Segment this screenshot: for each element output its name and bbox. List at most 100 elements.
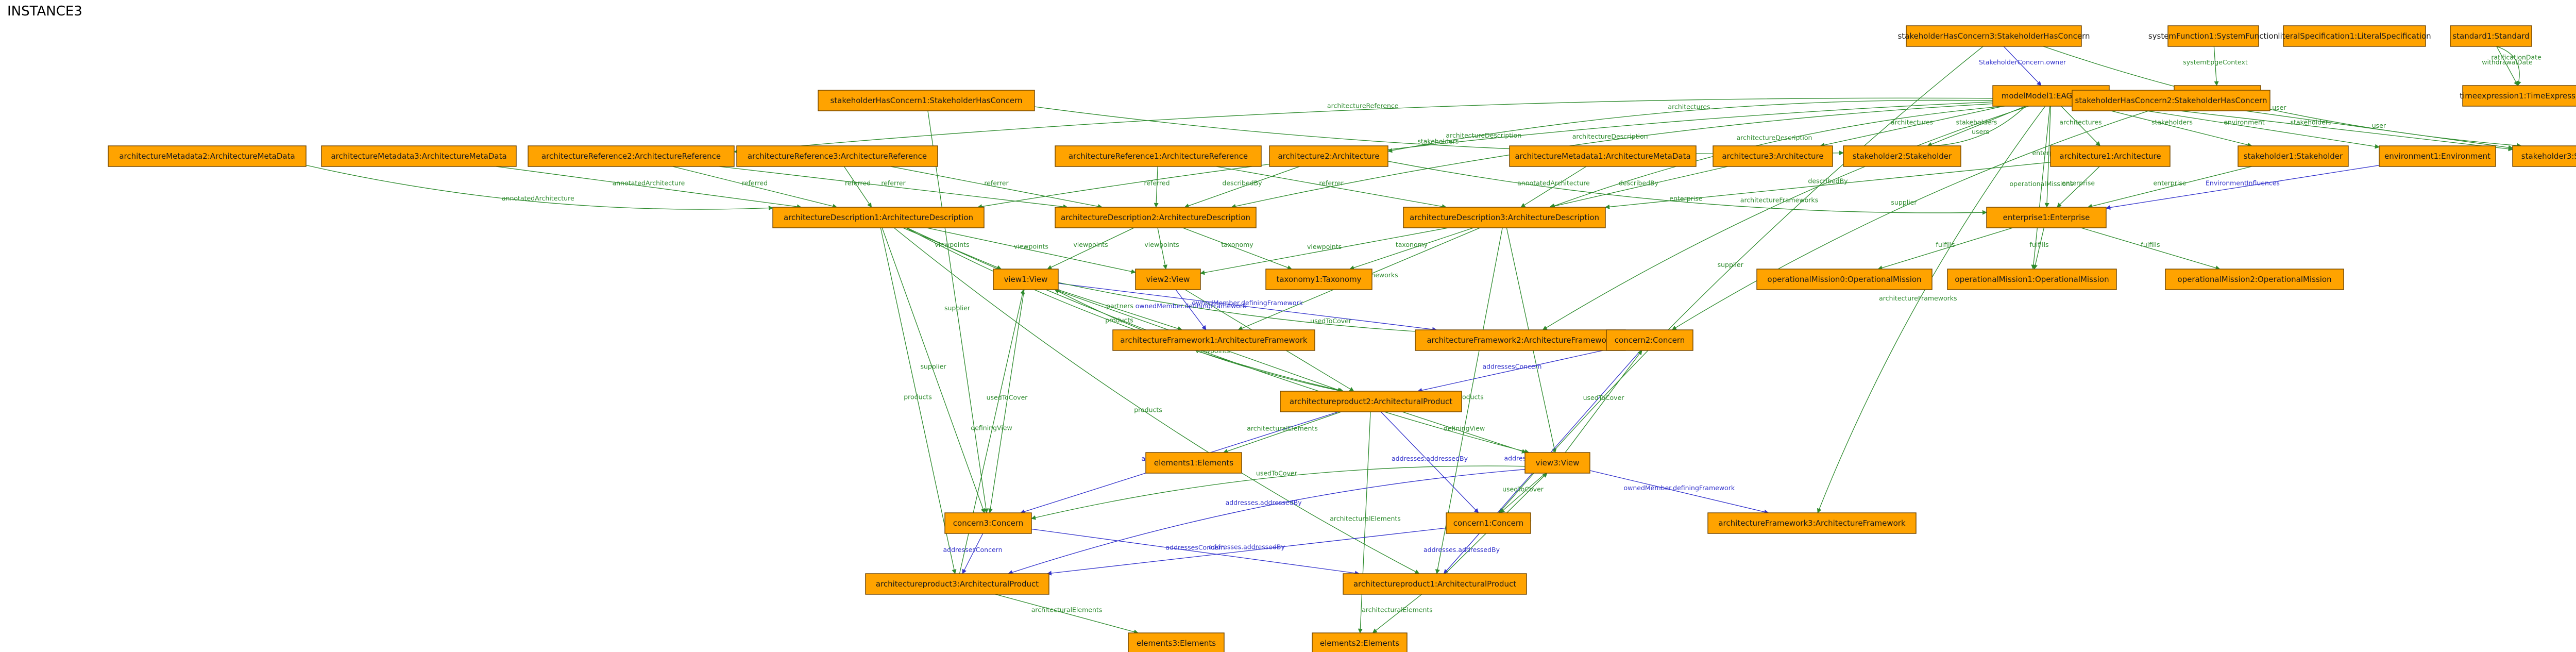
node-sc1[interactable]: stakeholderHasConcern1:StakeholderHasCon… [818,90,1035,111]
edge-ad1-to-view2 [926,227,1136,274]
edge-label: architectures [1668,103,1710,111]
node-box [1280,391,1462,412]
edge-label: describedBy [1808,177,1848,185]
node-aref2[interactable]: architectureReference2:ArchitectureRefer… [528,145,735,167]
edge-label: architectureFrameworks [1879,294,1957,302]
edge-model-to-sh1 [2092,106,2252,147]
node-amd2[interactable]: architectureMetadata2:ArchitectureMetaDa… [108,145,307,167]
node-std[interactable]: standard1:Standard [2450,25,2532,47]
edge-label: usedToCover [1256,470,1298,477]
node-ent[interactable]: enterprise1:Enterprise [1986,207,2107,228]
node-label: enterprise1:Enterprise [2003,213,2090,222]
edge-label: fulfills [2029,241,2048,248]
node-af3[interactable]: architectureFramework3:ArchitectureFrame… [1707,512,1917,534]
node-om2[interactable]: operationalMission2:OperationalMission [2165,269,2344,290]
node-label: architectureMetadata1:ArchitectureMetaDa… [1515,152,1690,161]
node-ad1[interactable]: architectureDescription1:ArchitectureDes… [772,207,985,228]
node-label: operationalMission2:OperationalMission [2177,275,2331,284]
edge-label: describedBy [1619,179,1659,187]
node-label: architectureproduct2:ArchitecturalProduc… [1290,397,1452,406]
node-arch1[interactable]: architecture1:Architecture [2050,145,2171,167]
node-aref1[interactable]: architectureReference1:ArchitectureRefer… [1055,145,1262,167]
node-ap1[interactable]: architectureproduct1:ArchitecturalProduc… [1343,573,1527,595]
node-amd3[interactable]: architectureMetadata3:ArchitectureMetaDa… [321,145,517,167]
node-label: taxonomy1:Taxonomy [1276,275,1361,284]
edge-sc3-to-sh3 [2043,46,2522,148]
edge-label: usedToCover [1502,486,1544,493]
edge-view3-to-con2 [1565,350,1642,453]
node-label: architectureDescription2:ArchitectureDes… [1061,213,1250,222]
edge-label: stakeholders [1417,138,1459,145]
node-con2[interactable]: concern2:Concern [1606,329,1693,351]
node-box [1509,145,1697,167]
node-label: operationalMission1:OperationalMission [1955,275,2109,284]
node-label: architectureFramework3:ArchitectureFrame… [1718,519,1906,528]
node-arch3[interactable]: architecture3:Architecture [1713,145,1833,167]
edge-view3-to-con1 [1500,473,1546,513]
node-box [1055,207,1257,228]
edge-label: architectureReference [1327,102,1399,110]
edge-amd1-to-ad3 [1520,166,1587,208]
node-env[interactable]: environment1:Environment [2379,145,2496,167]
edge-label: architectureFrameworks [1740,196,1818,204]
node-view3[interactable]: view3:View [1524,452,1590,474]
node-el2[interactable]: elements2:Elements [1312,632,1408,652]
node-el1[interactable]: elements1:Elements [1145,452,1242,474]
node-sh3[interactable]: stakeholder3:Stakeholder [2512,145,2576,167]
node-view1[interactable]: view1:View [993,269,1059,290]
edge-view3-to-af3 [1589,470,1769,514]
node-af1[interactable]: architectureFramework1:ArchitectureFrame… [1112,329,1315,351]
node-box [2283,25,2426,47]
node-ap3[interactable]: architectureproduct3:ArchitecturalProduc… [865,573,1049,595]
node-sh2[interactable]: stakeholder2:Stakeholder [1843,145,1961,167]
node-arch2[interactable]: architecture2:Architecture [1269,145,1388,167]
node-amd1[interactable]: architectureMetadata1:ArchitectureMetaDa… [1509,145,1697,167]
edge-sc2-to-sh3 [2245,110,2513,150]
node-con1[interactable]: concern1:Concern [1446,512,1531,534]
node-label: timeexpression1:TimeExpression [2460,91,2576,101]
edge-label: referred [845,179,871,187]
node-om1[interactable]: operationalMission1:OperationalMission [1947,269,2117,290]
node-ls[interactable]: literalSpecification1:LiteralSpecificati… [2278,25,2431,47]
node-el3[interactable]: elements3:Elements [1128,632,1225,652]
node-sc2[interactable]: stakeholderHasConcern2:StakeholderHasCon… [2072,90,2270,111]
edge-label: withdrawalDate [2482,58,2533,66]
node-label: view1:View [1004,275,1048,284]
node-ad3[interactable]: architectureDescription3:ArchitectureDes… [1403,207,1606,228]
node-ap2[interactable]: architectureproduct2:ArchitecturalProduc… [1280,391,1462,412]
node-sf[interactable]: systemFunction1:SystemFunction [2148,25,2278,47]
edge-label: addresses.addressedBy [1392,455,1468,462]
edge-ap2-to-el2 [1358,411,1371,633]
node-box [1055,145,1262,167]
node-ad2[interactable]: architectureDescription2:ArchitectureDes… [1055,207,1257,228]
edge-model-to-ent [2044,106,2051,208]
node-time[interactable]: timeexpression1:TimeExpression [2460,85,2576,107]
node-om0[interactable]: operationalMission0:OperationalMission [1756,269,1933,290]
edge-con2-to-ap2 [1417,349,1607,393]
edge-label: enterprise [2153,179,2186,187]
edge-ad2-to-tax [1182,227,1293,270]
edge-label: supplier [944,304,971,312]
edge-label: users [1972,128,1989,136]
edge-label: stakeholders [1956,119,1997,126]
node-box [1947,269,2117,290]
node-label: concern2:Concern [1615,336,1685,345]
node-af2[interactable]: architectureFramework2:ArchitectureFrame… [1415,329,1626,351]
edge-ad1-to-ap3 [880,227,957,574]
node-view2[interactable]: view2:View [1135,269,1201,290]
diagram-title: INSTANCE3 [7,4,82,19]
edge-label: products [1134,406,1162,414]
edge-std-to-time [2496,46,2521,86]
node-label: architectureDescription3:ArchitectureDes… [1410,213,1599,222]
node-sc3[interactable]: stakeholderHasConcern3:StakeholderHasCon… [1897,25,2090,47]
node-box [108,145,307,167]
edge-ap3-to-el3 [995,594,1139,634]
node-label: architectureReference3:ArchitectureRefer… [748,152,927,161]
edge-label: referred [1144,179,1170,187]
node-aref3[interactable]: architectureReference3:ArchitectureRefer… [736,145,938,167]
node-tax[interactable]: taxonomy1:Taxonomy [1265,269,1372,290]
node-sh1[interactable]: stakeholder1:Stakeholder [2238,145,2349,167]
edge-label: annotatedArchitecture [613,179,685,187]
edge-amd2-to-ad1 [306,164,773,211]
node-con3[interactable]: concern3:Concern [944,512,1032,534]
